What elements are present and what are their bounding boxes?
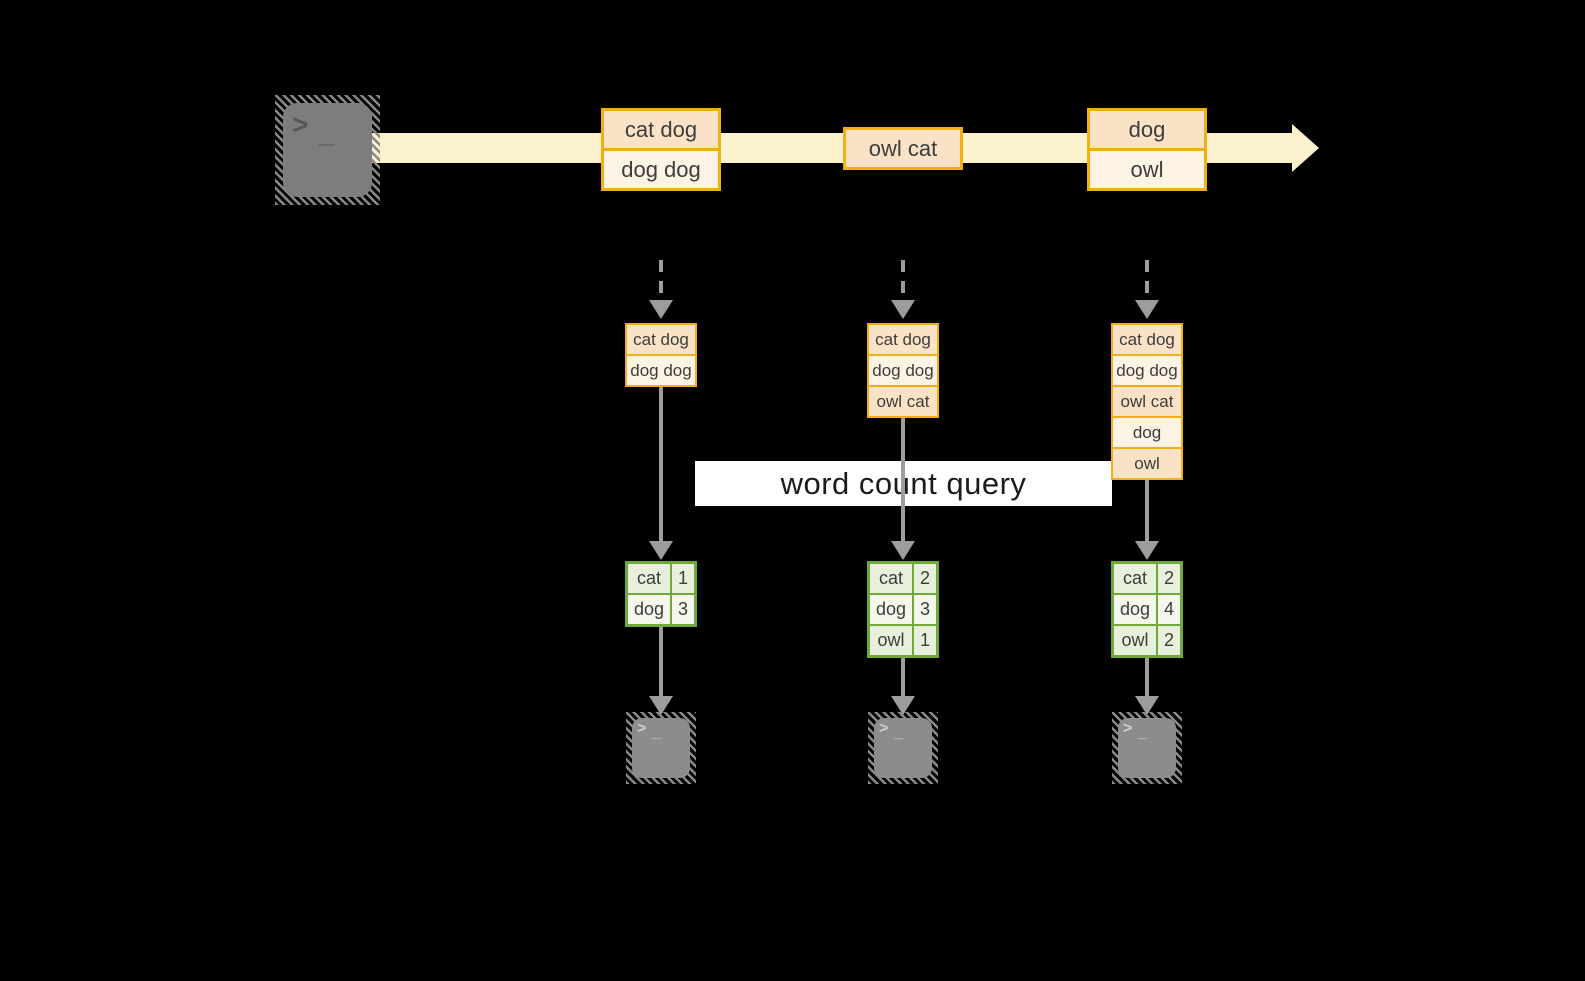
arrow-head-icon xyxy=(891,696,915,715)
source-terminal-icon: > _ xyxy=(275,95,380,205)
arrow-head-icon xyxy=(891,541,915,560)
stream-event-text: cat dog xyxy=(604,111,718,148)
terminal-screen xyxy=(874,718,932,778)
batch-item: cat dog xyxy=(627,325,695,354)
flow-line xyxy=(1145,658,1149,697)
stream-event-text: dog xyxy=(1090,111,1204,148)
terminal-cursor-icon: _ xyxy=(319,117,335,148)
word-cell: cat xyxy=(1114,564,1156,593)
stream-event-text: owl cat xyxy=(846,130,960,167)
stream-event-box-1: cat dog dog dog xyxy=(601,108,721,191)
flow-line xyxy=(901,658,905,697)
word-count-table-3: cat 2 dog 4 owl 2 xyxy=(1111,561,1183,658)
output-terminal-icon-3: > _ xyxy=(1112,712,1182,784)
micro-batch-stack-3: cat dog dog dog owl cat dog owl xyxy=(1111,323,1183,480)
arrow-head-icon xyxy=(649,541,673,560)
count-cell: 3 xyxy=(914,595,936,624)
count-cell: 3 xyxy=(672,595,694,624)
flow-line xyxy=(901,417,905,542)
count-cell: 1 xyxy=(914,626,936,655)
batch-item: dog dog xyxy=(869,354,937,385)
count-cell: 1 xyxy=(672,564,694,593)
micro-batch-stack-1: cat dog dog dog xyxy=(625,323,697,387)
terminal-screen xyxy=(632,718,690,778)
count-cell: 2 xyxy=(1158,564,1180,593)
arrow-head-icon xyxy=(1135,541,1159,560)
terminal-prompt-icon: > xyxy=(879,720,889,737)
output-terminal-icon-1: > _ xyxy=(626,712,696,784)
word-count-table-1: cat 1 dog 3 xyxy=(625,561,697,627)
flow-line xyxy=(1145,479,1149,542)
arrow-head-icon xyxy=(649,300,673,319)
terminal-cursor-icon: _ xyxy=(1138,724,1147,741)
dashed-arrow xyxy=(901,260,905,300)
word-count-table-2: cat 2 dog 3 owl 1 xyxy=(867,561,939,658)
stream-event-box-2: owl cat xyxy=(843,127,963,170)
output-terminal-icon-2: > _ xyxy=(868,712,938,784)
dashed-arrow xyxy=(1145,260,1149,300)
word-cell: owl xyxy=(870,626,912,655)
arrow-head-icon xyxy=(1135,300,1159,319)
arrow-head-icon xyxy=(649,696,673,715)
batch-item: cat dog xyxy=(869,325,937,354)
count-cell: 2 xyxy=(1158,626,1180,655)
terminal-cursor-icon: _ xyxy=(652,724,661,741)
word-cell: owl xyxy=(1114,626,1156,655)
terminal-screen xyxy=(283,103,372,197)
arrow-head-icon xyxy=(1135,696,1159,715)
word-cell: cat xyxy=(870,564,912,593)
flow-line xyxy=(659,387,663,542)
terminal-cursor-icon: _ xyxy=(894,724,903,741)
dashed-arrow xyxy=(659,260,663,300)
word-cell: dog xyxy=(628,595,670,624)
terminal-screen xyxy=(1118,718,1176,778)
batch-item: owl xyxy=(1113,447,1181,478)
micro-batch-stack-2: cat dog dog dog owl cat xyxy=(867,323,939,418)
terminal-prompt-icon: > xyxy=(637,720,647,737)
count-cell: 4 xyxy=(1158,595,1180,624)
batch-item: owl cat xyxy=(1113,385,1181,416)
stream-event-box-3: dog owl xyxy=(1087,108,1207,191)
word-cell: dog xyxy=(1114,595,1156,624)
arrow-head-icon xyxy=(891,300,915,319)
batch-item: dog xyxy=(1113,416,1181,447)
flow-line xyxy=(659,627,663,697)
batch-item: cat dog xyxy=(1113,325,1181,354)
word-cell: dog xyxy=(870,595,912,624)
terminal-prompt-icon: > xyxy=(1123,720,1133,737)
stream-event-text: dog dog xyxy=(604,148,718,188)
word-cell: cat xyxy=(628,564,670,593)
terminal-prompt-icon: > xyxy=(292,109,309,140)
count-cell: 2 xyxy=(914,564,936,593)
batch-item: owl cat xyxy=(869,385,937,416)
batch-item: dog dog xyxy=(627,354,695,385)
stream-arrow-head-icon xyxy=(1292,124,1319,172)
batch-item: dog dog xyxy=(1113,354,1181,385)
stream-event-text: owl xyxy=(1090,148,1204,188)
